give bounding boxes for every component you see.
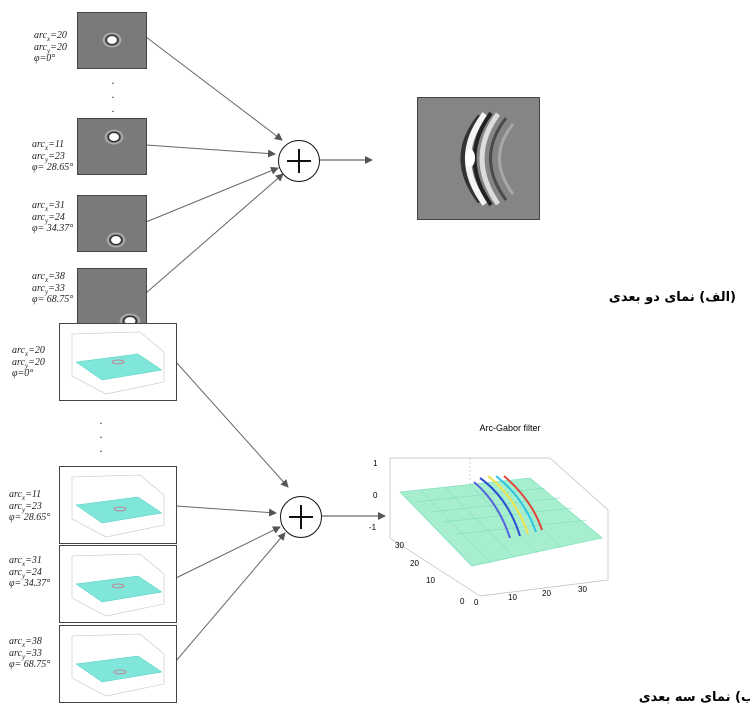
param-label-3d-2: arcx=11 arcy=23 φ= 28.65° xyxy=(9,489,51,523)
y-tick-1: 30 xyxy=(395,541,404,550)
x-tick-1: 0 xyxy=(474,598,479,607)
arrow-3d-1 xyxy=(175,361,289,488)
surface-thumbnail-2 xyxy=(71,474,165,538)
arrow-3d-4 xyxy=(175,532,286,662)
thumbnail-surface xyxy=(75,496,163,524)
thumbnail-surface xyxy=(75,575,163,603)
thumbnail-bump xyxy=(113,506,127,512)
arc-band-dark-1 xyxy=(460,114,482,204)
param-label-3d-4: arcx=38 arcy=33 φ= 68.75° xyxy=(9,636,51,670)
gabor-kernel-2 xyxy=(104,129,124,145)
thumbnail-surface xyxy=(75,353,163,381)
param-label-3d-1: arcx=20 arcy=20 φ=0° xyxy=(12,345,45,379)
param-label-2d-3: arcx=31 arcy=24 φ= 34.37° xyxy=(32,200,74,234)
y-tick-3: 10 xyxy=(426,576,435,585)
gabor-tile-2d-4 xyxy=(77,268,147,325)
arc-gabor-result-2d xyxy=(417,97,540,220)
thumbnail-frame xyxy=(71,633,165,697)
thumbnail-bump xyxy=(113,669,127,675)
arc-band-dark-3 xyxy=(489,117,508,201)
thumbnail-bump xyxy=(111,583,125,589)
sum-node-3d xyxy=(280,496,322,538)
thumbnail-surface xyxy=(75,655,163,683)
arrow-2d-4 xyxy=(145,173,284,294)
thumbnail-bump xyxy=(111,359,125,365)
arc-band-light-3 xyxy=(498,123,515,195)
z-tick-3: -1 xyxy=(369,523,377,532)
param-label-3d-3: arcx=31 arcy=24 φ= 34.37° xyxy=(9,555,51,589)
x-tick-4: 30 xyxy=(578,585,587,594)
arc-gabor-3d-plot: Arc-Gabor filter 1 0 xyxy=(369,423,609,607)
caption-2d: (الف) نمای دو بعدی xyxy=(608,290,736,305)
thumbnail-frame xyxy=(71,474,165,538)
arc-center-bright xyxy=(465,149,475,167)
arrow-2d-2 xyxy=(145,144,276,158)
gabor-tile-2d-3 xyxy=(77,195,147,252)
surface-thumbnail-1 xyxy=(71,331,165,395)
ellipsis-dots-3d: ··· xyxy=(99,416,103,458)
ellipsis-dots-2d: ··· xyxy=(111,76,115,118)
surface-mesh xyxy=(399,477,603,567)
x-tick-2: 10 xyxy=(508,593,517,602)
caption-3d: ب) نمای سه بعدی xyxy=(638,690,750,705)
gabor-kernel-4 xyxy=(119,313,141,324)
surface-ripples xyxy=(473,475,543,539)
gabor-kernel-3 xyxy=(106,232,126,248)
sum-node-2d xyxy=(278,140,320,182)
gabor-tile-2d-2 xyxy=(77,118,147,175)
arc-band-light-2 xyxy=(479,112,501,206)
arrow-2d-3 xyxy=(145,166,279,223)
arrow-3d-2 xyxy=(175,505,277,517)
surface-tile-3d-4 xyxy=(59,625,177,703)
gabor-tile-2d-1 xyxy=(77,12,147,69)
y-tick-4: 0 xyxy=(460,597,465,606)
x-tick-3: 20 xyxy=(542,589,551,598)
gabor-kernel-1 xyxy=(102,32,122,48)
surface-tile-3d-3 xyxy=(59,545,177,623)
surface-thumbnail-4 xyxy=(71,633,165,697)
z-tick-1: 1 xyxy=(373,459,378,468)
surface-tile-3d-2 xyxy=(59,466,177,544)
thumbnail-frame xyxy=(71,331,165,395)
thumbnail-frame xyxy=(71,553,165,617)
z-tick-2: 0 xyxy=(373,491,378,500)
param-label-2d-2: arcx=11 arcy=23 φ= 28.65° xyxy=(32,139,74,173)
y-tick-2: 20 xyxy=(410,559,419,568)
surface-thumbnail-3 xyxy=(71,553,165,617)
arrow-3d-3 xyxy=(175,526,281,579)
param-label-2d-4: arcx=38 arcy=33 φ= 68.75° xyxy=(32,271,74,305)
param-label-2d-1: arcx=20 arcy=20 φ=0° xyxy=(34,30,67,64)
plot-frame xyxy=(389,457,609,597)
arrow-2d-1 xyxy=(145,36,283,141)
surface-tile-3d-1 xyxy=(59,323,177,401)
plot-title: Arc-Gabor filter xyxy=(479,423,540,433)
